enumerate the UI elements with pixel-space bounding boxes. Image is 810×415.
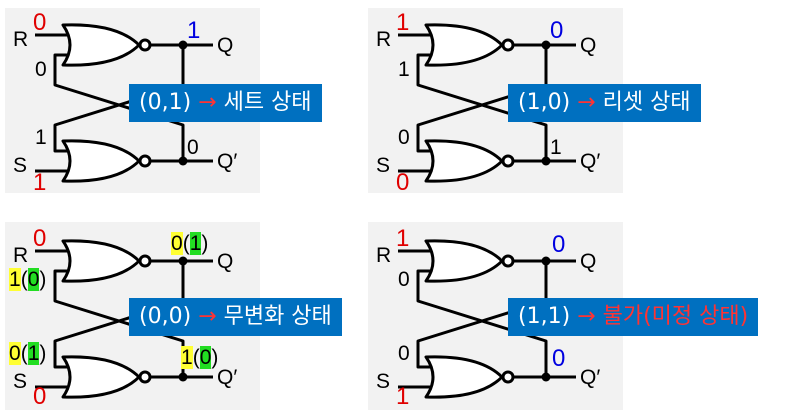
r-input-value: 1 <box>396 9 410 36</box>
arrow-icon: → <box>577 90 596 115</box>
label-s: S <box>13 370 28 393</box>
arrow-icon: → <box>577 304 596 329</box>
label-s: S <box>376 154 391 177</box>
label-qbar: Q′ <box>217 150 238 173</box>
junction-dot <box>178 372 188 382</box>
bottom-gate-feedback-value: 0 <box>398 342 410 365</box>
s-input-value: 0 <box>33 383 47 410</box>
bottom-gate-feedback-values: 0(1) <box>9 342 47 365</box>
state-banner: (1,1) → 불가(미정 상태) <box>508 298 759 336</box>
latch-panel-invalid: R S Q Q′ 1 1 0 0 0 0 (1,1) → 불가(미정 상태) <box>368 222 759 410</box>
q-output-value: 1 <box>187 17 201 44</box>
s-input-value: 1 <box>33 169 47 196</box>
label-qbar: Q′ <box>580 150 601 173</box>
junction-dot <box>541 40 551 50</box>
state-pair: (0,0) <box>139 304 192 329</box>
label-q: Q <box>580 34 597 57</box>
top-gate-feedback-values: 1(0) <box>9 268 47 291</box>
state-description: 세트 상태 <box>223 90 312 115</box>
qbar-previous-value: 1 <box>181 346 193 369</box>
arrow-icon: → <box>198 304 217 329</box>
junction-dot <box>541 256 551 266</box>
state-banner: (0,1) → 세트 상태 <box>129 84 322 122</box>
top-gate-feedback-value: 1 <box>398 58 410 81</box>
state-description: 리셋 상태 <box>602 90 691 115</box>
state-pair: (1,1) <box>518 304 571 329</box>
state-banner: (0,0) → 무변화 상태 <box>129 298 342 336</box>
label-qbar: Q′ <box>217 366 238 389</box>
sr-latch-circuit <box>396 23 578 183</box>
label-q: Q <box>580 250 597 273</box>
label-r: R <box>13 28 29 51</box>
sr-latch-circuit <box>396 239 578 399</box>
q-output-value: 0 <box>552 231 566 258</box>
label-qbar: Q′ <box>580 366 601 389</box>
label-s: S <box>376 370 391 393</box>
label-q: Q <box>217 250 234 273</box>
sr-latch-circuit <box>33 23 215 183</box>
q-previous-value: 0 <box>171 232 183 255</box>
state-description: 무변화 상태 <box>223 304 332 329</box>
state-description: 불가(미정 상태) <box>602 304 749 329</box>
qbar-output-value: 1 <box>550 136 562 159</box>
label-r: R <box>376 244 392 267</box>
s-input-value: 0 <box>396 169 410 196</box>
label-s: S <box>13 154 28 177</box>
bottom-gate-feedback-value: 1 <box>35 126 47 149</box>
top-gate-feedback-value: 0 <box>35 58 47 81</box>
q-new-value: 1 <box>189 232 202 255</box>
fb1-previous-value: 1 <box>9 268 21 291</box>
fb2-new-value: 1 <box>27 342 40 365</box>
sr-latch-circuit <box>33 239 215 399</box>
top-gate-feedback-value: 0 <box>398 268 410 291</box>
label-r: R <box>376 28 392 51</box>
qbar-output-value: 0 <box>552 345 566 372</box>
r-input-value: 0 <box>33 225 47 252</box>
qbar-output-values: 1(0) <box>181 346 219 369</box>
state-pair: (0,1) <box>139 90 192 115</box>
label-q: Q <box>217 34 234 57</box>
fb1-new-value: 0 <box>27 268 40 291</box>
s-input-value: 1 <box>396 383 410 410</box>
r-input-value: 0 <box>33 9 47 36</box>
latch-panel-reset: R S Q Q′ 1 0 0 1 1 0 (1,0) → 리셋 상태 <box>368 8 701 196</box>
state-banner: (1,0) → 리셋 상태 <box>508 84 701 122</box>
q-output-value: 0 <box>550 17 564 44</box>
r-input-value: 1 <box>396 225 410 252</box>
junction-dot <box>541 372 551 382</box>
junction-dot <box>178 40 188 50</box>
latch-panel-no-change: R S Q Q′ 0 0 0(1) 1(0) 1(0) 0(1) (0,0) →… <box>5 222 342 410</box>
latch-panel-set: R S Q Q′ 0 1 1 0 0 1 (0,1) → 세트 상태 <box>5 8 322 196</box>
fb2-previous-value: 0 <box>9 342 21 365</box>
arrow-icon: → <box>198 90 217 115</box>
bottom-gate-feedback-value: 0 <box>398 126 410 149</box>
q-output-values: 0(1) <box>171 232 209 255</box>
state-pair: (1,0) <box>518 90 571 115</box>
label-r: R <box>13 244 29 267</box>
qbar-new-value: 0 <box>199 346 212 369</box>
junction-dot <box>178 256 188 266</box>
junction-dot <box>178 156 188 166</box>
junction-dot <box>541 156 551 166</box>
qbar-output-value: 0 <box>187 136 199 159</box>
